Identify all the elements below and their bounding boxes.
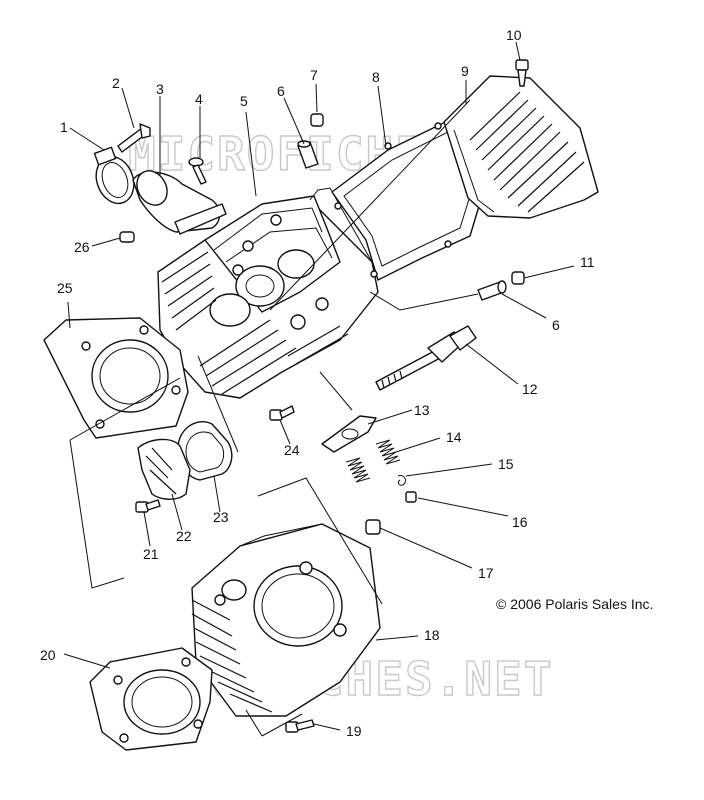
- callout-10: 10: [506, 27, 522, 43]
- part-cam-cover: [137, 438, 191, 500]
- part-valve-guide-lower: [477, 280, 507, 301]
- callout-11: 11: [580, 254, 595, 270]
- callout-23: 23: [213, 509, 229, 525]
- part-head-gasket: [43, 317, 189, 439]
- part-screw-21: [135, 499, 161, 513]
- callout-16: 16: [512, 514, 528, 530]
- part-tensioner-gasket: [321, 415, 377, 453]
- callout-12: 12: [522, 381, 538, 397]
- part-bolt-2: [117, 123, 151, 153]
- part-bolt-16: [405, 491, 417, 503]
- part-clip-15: [397, 475, 407, 486]
- part-dowel-pin-26: [119, 231, 135, 243]
- part-intake-boot: [132, 170, 227, 235]
- callout-5: 5: [240, 93, 248, 109]
- part-head-bolt: [375, 325, 477, 391]
- callout-2: 2: [112, 75, 120, 91]
- part-cylinder: [191, 523, 381, 717]
- callout-7: 7: [310, 67, 318, 83]
- part-valve-cover-gasket: [331, 111, 483, 281]
- callout-25: 25: [57, 280, 73, 296]
- assembly-lines: [69, 99, 479, 737]
- callout-13: 13: [414, 402, 430, 418]
- callout-15: 15: [498, 456, 514, 472]
- callout-4: 4: [195, 91, 203, 107]
- part-screw-24: [269, 405, 295, 421]
- callout-1: 1: [60, 119, 68, 135]
- callout-8: 8: [372, 69, 380, 85]
- part-dowel-pin-17: [365, 519, 381, 535]
- callout-6b: 6: [552, 317, 560, 333]
- part-bolt-10: [515, 59, 529, 87]
- callout-26: 26: [74, 239, 90, 255]
- callout-19: 19: [346, 723, 362, 739]
- part-spring-14: [375, 439, 401, 465]
- callout-18: 18: [424, 627, 440, 643]
- callout-21: 21: [143, 546, 159, 562]
- part-cover-gasket: [177, 421, 233, 481]
- part-spring-center: [345, 457, 371, 483]
- callout-9: 9: [461, 63, 469, 79]
- callout-24: 24: [284, 442, 300, 458]
- callout-22: 22: [176, 528, 192, 544]
- part-base-gasket: [89, 647, 213, 751]
- part-seal-7: [310, 113, 324, 127]
- part-seal-11: [511, 271, 525, 285]
- callout-20: 20: [40, 647, 56, 663]
- callout-6a: 6: [277, 83, 285, 99]
- part-valve-cover: [443, 75, 599, 219]
- callout-leaders: [63, 41, 575, 731]
- part-hose-clamp: [93, 146, 135, 205]
- copyright-notice: © 2006 Polaris Sales Inc.: [496, 596, 653, 612]
- part-screw-4: [188, 157, 207, 185]
- callout-14: 14: [446, 429, 462, 445]
- part-screw-19: [285, 719, 315, 733]
- callout-17: 17: [478, 565, 494, 581]
- callout-3: 3: [156, 81, 164, 97]
